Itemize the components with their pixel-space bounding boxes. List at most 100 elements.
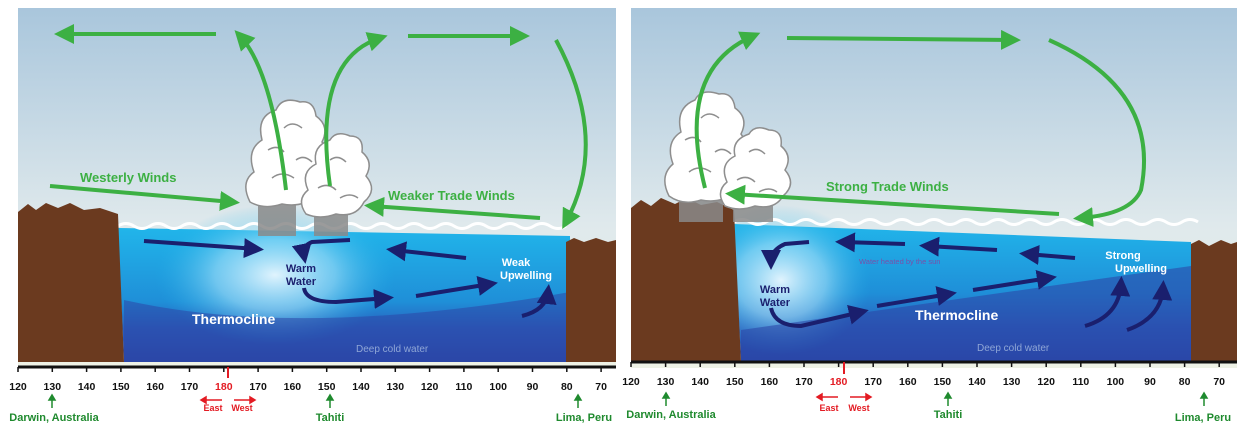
tick-label: 140 bbox=[968, 376, 986, 388]
rising-air-arrow bbox=[234, 30, 288, 191]
warm-water-label: Water bbox=[760, 297, 791, 309]
tick-label: 110 bbox=[455, 381, 472, 393]
land-west bbox=[631, 198, 741, 362]
walker-circulation bbox=[49, 24, 588, 230]
weaker-trade-winds-label: Weaker Trade Winds bbox=[388, 188, 515, 203]
upwelling-arrow bbox=[1126, 280, 1173, 332]
tick-label: 70 bbox=[1213, 376, 1225, 388]
tick-label: 160 bbox=[899, 376, 917, 388]
ocean-currents bbox=[761, 232, 1173, 332]
tick-label: 120 bbox=[1037, 376, 1055, 388]
upwelling-arrow bbox=[521, 284, 557, 318]
tick-label: 120 bbox=[622, 376, 640, 388]
location-markers bbox=[47, 393, 583, 408]
tick-label: 120 bbox=[421, 381, 439, 393]
la-nina-diagram: Strong Trade Winds Warm Water Water heat… bbox=[622, 8, 1237, 424]
tick-label: 150 bbox=[112, 381, 130, 393]
tick-label: 130 bbox=[657, 376, 675, 388]
tick-label: 150 bbox=[934, 376, 952, 388]
location-markers bbox=[661, 391, 1209, 406]
tick-label: 90 bbox=[1144, 376, 1156, 388]
deep-cold-water-label: Deep cold water bbox=[356, 344, 429, 355]
tick-label: 130 bbox=[1003, 376, 1021, 388]
east-label: East bbox=[203, 403, 222, 413]
current-arrow bbox=[143, 238, 264, 259]
tick-label: 90 bbox=[527, 381, 539, 393]
tick-label: 170 bbox=[795, 376, 813, 388]
land-west bbox=[18, 203, 124, 362]
current-arrow bbox=[291, 238, 351, 264]
tick-label: 170 bbox=[181, 381, 199, 393]
tick-label: 140 bbox=[352, 381, 370, 393]
current-arrow bbox=[876, 286, 957, 308]
storm-cloud bbox=[300, 133, 373, 218]
tick-label: 140 bbox=[78, 381, 96, 393]
current-arrow bbox=[919, 236, 998, 257]
tick-label: 130 bbox=[387, 381, 405, 393]
tick-label: 70 bbox=[595, 381, 607, 393]
tick-label: 100 bbox=[1107, 376, 1125, 388]
tahiti-label: Tahiti bbox=[934, 409, 963, 421]
la-nina-panel: Strong Trade Winds Warm Water Water heat… bbox=[621, 0, 1242, 425]
descending-air-arrow bbox=[554, 39, 588, 230]
warm-water-label: Warm bbox=[286, 263, 316, 275]
el-nino-panel: Westerly Winds Weaker Trade Winds Warm W… bbox=[9, 8, 616, 424]
current-arrow bbox=[302, 287, 394, 309]
tick-label: 160 bbox=[284, 381, 302, 393]
tick-label: 160 bbox=[146, 381, 164, 393]
east-label: East bbox=[819, 403, 838, 413]
tick-label: 140 bbox=[691, 376, 709, 388]
west-label: West bbox=[231, 403, 252, 413]
thermocline-label: Thermocline bbox=[192, 311, 275, 327]
lima-label: Lima, Peru bbox=[556, 412, 612, 424]
tick-label: 120 bbox=[9, 381, 27, 393]
current-arrow bbox=[386, 241, 467, 262]
tick-label: 160 bbox=[761, 376, 779, 388]
warm-water-label: Water bbox=[286, 276, 317, 288]
westerly-wind-arrow bbox=[49, 184, 240, 211]
tahiti-label: Tahiti bbox=[316, 412, 345, 424]
thermocline-label: Thermocline bbox=[915, 307, 998, 323]
westerly-winds-label: Westerly Winds bbox=[80, 170, 176, 185]
ocean-currents bbox=[143, 238, 557, 318]
walker-circulation bbox=[694, 29, 1146, 228]
land-east bbox=[1191, 240, 1237, 362]
el-nino-diagram: Westerly Winds Weaker Trade Winds Warm W… bbox=[9, 8, 616, 424]
current-arrow bbox=[415, 276, 498, 298]
tick-label: 150 bbox=[726, 376, 744, 388]
upper-wind-east bbox=[786, 29, 1021, 50]
deep-layer bbox=[741, 266, 1191, 362]
wave-crest bbox=[733, 218, 1199, 226]
lima-label: Lima, Peru bbox=[1175, 412, 1231, 424]
tick-label: 80 bbox=[561, 381, 573, 393]
west-label: West bbox=[848, 403, 869, 413]
longitude-ticks: 120 130 140 150 160 170 180 170 160 150 140 130 120 1… bbox=[622, 362, 1225, 388]
tick-label: 100 bbox=[489, 381, 507, 393]
strong-upwelling-label: Upwelling bbox=[1115, 263, 1167, 275]
deep-cold-water-label: Deep cold water bbox=[977, 343, 1050, 354]
trade-wind-arrow bbox=[725, 184, 1060, 216]
tick-label: 170 bbox=[249, 381, 267, 393]
rising-air-arrow bbox=[694, 31, 761, 189]
current-arrow bbox=[835, 232, 906, 253]
tick-label: 110 bbox=[1072, 376, 1089, 388]
tick-label: 180 bbox=[830, 376, 848, 388]
current-arrow bbox=[1019, 245, 1076, 265]
descending-air-arrow bbox=[1048, 38, 1146, 228]
tick-label: 180 bbox=[215, 381, 233, 393]
upwelling-arrow bbox=[1084, 276, 1131, 328]
current-arrow bbox=[769, 304, 869, 329]
current-arrow bbox=[972, 269, 1057, 292]
rising-air-arrow bbox=[324, 32, 388, 187]
darwin-label: Darwin, Australia bbox=[9, 412, 99, 424]
tick-label: 130 bbox=[44, 381, 62, 393]
land-east bbox=[566, 238, 616, 362]
strong-upwelling-label: Strong bbox=[1105, 250, 1140, 262]
tick-label: 170 bbox=[864, 376, 882, 388]
warm-water-label: Warm bbox=[760, 284, 790, 296]
trade-wind-arrow bbox=[364, 196, 541, 220]
weak-upwelling-label: Weak bbox=[502, 257, 531, 269]
current-arrow bbox=[761, 240, 810, 270]
east-west-indicator bbox=[815, 392, 873, 402]
